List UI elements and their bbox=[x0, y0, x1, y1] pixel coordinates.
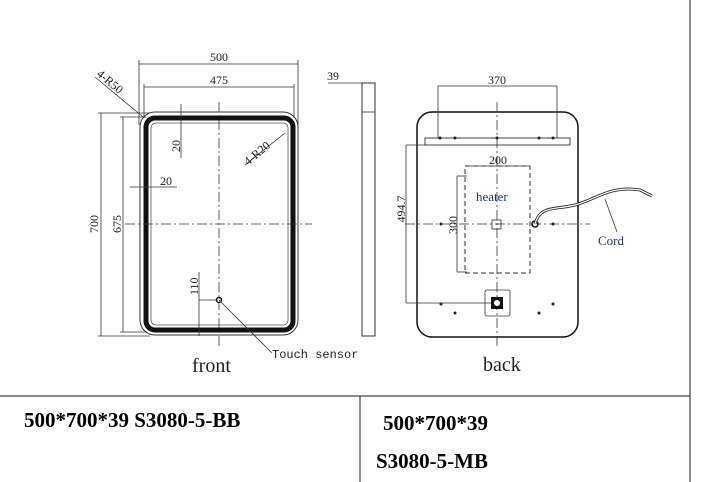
radius-outer: 4-R50 bbox=[94, 67, 126, 97]
front-title: front bbox=[192, 355, 231, 377]
front-view: 500 475 700 675 4-R50 4-R20 20 20 110 T bbox=[87, 50, 358, 377]
power-cord bbox=[533, 187, 653, 225]
dim-370: 370 bbox=[488, 73, 506, 87]
power-cord-inner bbox=[534, 188, 653, 225]
dim-700: 700 bbox=[87, 215, 101, 233]
dim-200: 200 bbox=[489, 153, 507, 167]
leader-r20 bbox=[244, 132, 286, 166]
back-view: 370 200 300 heater 494.7 Cord back bbox=[394, 73, 653, 376]
dim-frame-side: 20 bbox=[160, 174, 172, 188]
switch-center bbox=[494, 300, 500, 306]
dim-475: 475 bbox=[210, 73, 228, 87]
leader-cord bbox=[604, 198, 618, 233]
touch-sensor-label: Touch sensor bbox=[272, 348, 358, 362]
side-view: 39 bbox=[327, 69, 376, 337]
dim-frame-top: 20 bbox=[169, 140, 183, 152]
mounting-holes bbox=[438, 136, 555, 315]
radius-inner: 4-R20 bbox=[241, 138, 273, 168]
leader-touch-sensor bbox=[218, 299, 273, 354]
heater-label: heater bbox=[476, 189, 508, 204]
left-model-label: 500*700*39 S3080-5-BB bbox=[24, 408, 240, 432]
cord-label: Cord bbox=[598, 233, 625, 248]
dim-300: 300 bbox=[446, 216, 460, 234]
leader-r50 bbox=[94, 76, 144, 118]
dim-110: 110 bbox=[187, 277, 201, 295]
side-profile bbox=[361, 82, 376, 337]
dim-494-7: 494.7 bbox=[394, 196, 408, 223]
dim-500: 500 bbox=[210, 50, 228, 64]
switch-box bbox=[484, 289, 511, 317]
heater-area bbox=[464, 165, 531, 274]
right-size-label: 500*700*39 bbox=[383, 411, 488, 435]
back-outline bbox=[416, 111, 579, 338]
dim-39: 39 bbox=[327, 69, 339, 83]
right-model-label: S3080-5-MB bbox=[376, 449, 488, 473]
dim-675: 675 bbox=[110, 215, 124, 233]
back-title: back bbox=[483, 354, 521, 376]
heater-center-mark bbox=[491, 219, 502, 230]
